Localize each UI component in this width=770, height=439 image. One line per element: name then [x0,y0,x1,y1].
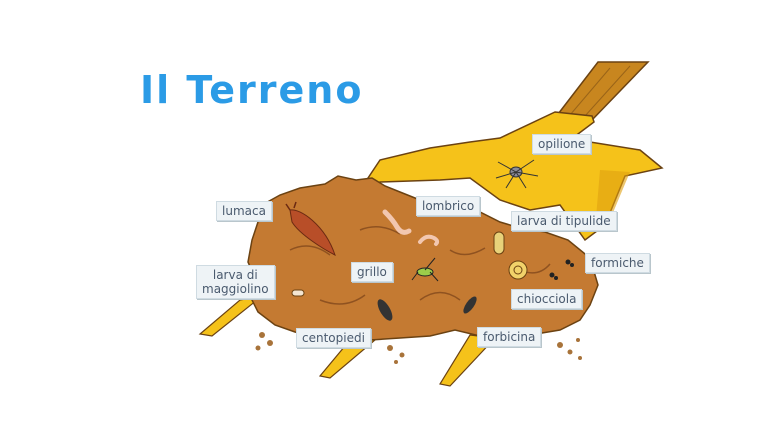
label-lumaca: lumaca [216,201,272,221]
pitchfork-handle [553,61,650,121]
label-line-2: maggiolino [202,282,269,296]
label-larva-di-maggiolino: larva di maggiolino [196,265,275,299]
earthworm-icon [382,209,440,246]
label-forbicina: forbicina [477,327,542,347]
cricket-icon [411,257,439,282]
cockchafer-larva-icon [291,289,305,297]
earwig-icon [463,296,477,314]
label-larva-di-tipulide: larva di tipulide [511,211,617,231]
centipede-icon [377,299,393,321]
label-chiocciola: chiocciola [511,289,583,309]
ants-icon [549,259,574,280]
soil-clump [247,175,599,341]
page-title: Il Terreno [140,68,364,112]
label-formiche: formiche [585,253,650,273]
snail-icon [508,260,528,280]
spider-harvestman-icon [495,159,539,189]
pitchfork-tines [198,295,497,387]
cranefly-larva-icon [493,231,505,255]
label-centopiedi: centopiedi [296,328,371,348]
label-line-1: larva di [212,268,258,282]
label-lombrico: lombrico [416,196,481,216]
slug-icon [285,201,336,256]
label-opilione: opilione [532,134,592,154]
label-grillo: grillo [351,262,393,282]
soil-crumbs [255,332,582,364]
